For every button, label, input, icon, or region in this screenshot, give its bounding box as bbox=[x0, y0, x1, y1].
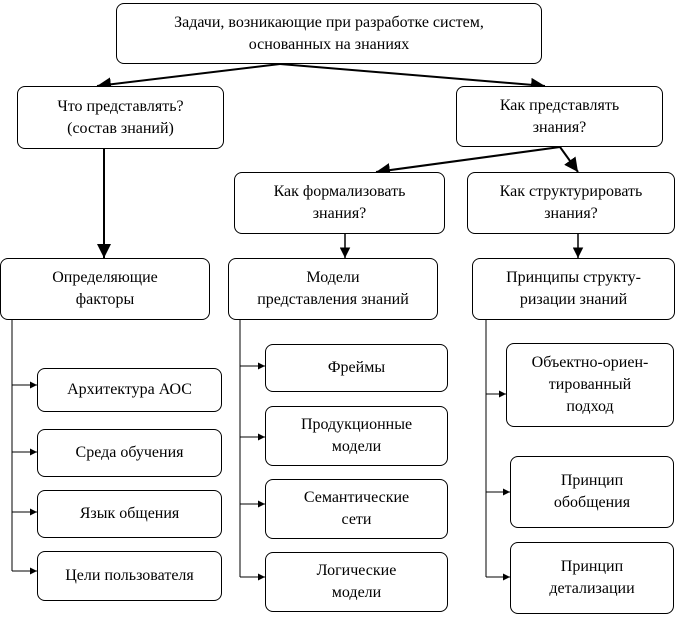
factor-item: Архитектура АОС bbox=[37, 368, 222, 412]
what-to-represent-box: Что представлять? (состав знаний) bbox=[17, 86, 224, 149]
factor-item: Язык общения bbox=[37, 490, 222, 538]
model-item: Семантические сети bbox=[265, 479, 448, 539]
arrow-root-to-how bbox=[279, 63, 546, 92]
how-to-formalize-box: Как формализовать знания? bbox=[234, 172, 445, 234]
defining-factors-box: Определяющие факторы bbox=[0, 258, 210, 320]
model-item: Фреймы bbox=[265, 344, 448, 392]
arrow-how-to-structure bbox=[559, 146, 579, 173]
principle-item: Принцип обобщения bbox=[510, 456, 674, 528]
model-item: Продукционные модели bbox=[265, 406, 448, 466]
how-to-structure-box: Как структурировать знания? bbox=[467, 172, 675, 234]
how-to-represent-box: Как представлять знания? bbox=[456, 86, 663, 147]
arrow-how-to-formalize bbox=[375, 146, 561, 178]
principle-item: Объектно-ориен- тированный подход bbox=[506, 343, 674, 427]
representation-models-box: Модели представления знаний bbox=[228, 258, 438, 320]
root-box: Задачи, возникающие при разработке систе… bbox=[116, 3, 542, 64]
factor-item: Среда обучения bbox=[37, 429, 222, 477]
model-item: Логические модели bbox=[265, 552, 448, 612]
arrow-root-to-what bbox=[96, 63, 281, 92]
principle-item: Принцип детализации bbox=[510, 542, 674, 614]
structuring-principles-box: Принципы структу- ризации знаний bbox=[472, 258, 675, 320]
factor-item: Цели пользователя bbox=[37, 551, 222, 601]
